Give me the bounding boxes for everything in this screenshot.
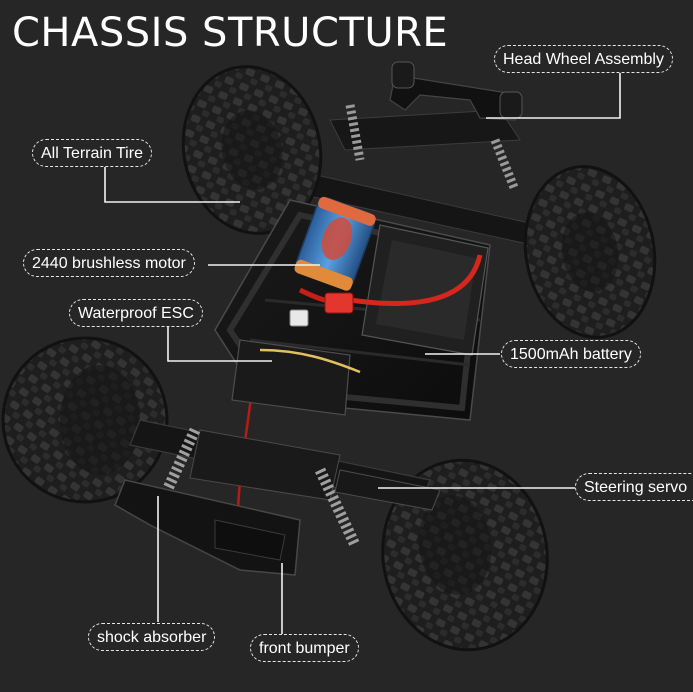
tire-rear-left (181, 65, 323, 235)
label-waterproof-esc: Waterproof ESC (69, 299, 203, 327)
label-shock-absorber: shock absorber (88, 623, 216, 651)
steering-servo-part (334, 469, 441, 511)
leader-head-wheel (486, 72, 621, 119)
label-battery: 1500mAh battery (501, 340, 641, 368)
front-shock-right (315, 467, 360, 548)
label-all-terrain-tire: All Terrain Tire (32, 139, 152, 167)
leader-esc (167, 327, 272, 362)
label-front-bumper: front bumper (250, 634, 359, 662)
tire-front-left (1, 336, 169, 504)
brushless-motor (294, 196, 376, 291)
label-brushless-motor: 2440 brushless motor (23, 249, 195, 277)
front-bumper-part (114, 479, 301, 576)
label-steering-servo: Steering servo (575, 473, 693, 501)
leader-tire (104, 166, 240, 203)
esc-unit (231, 309, 361, 416)
rear-suspension (244, 104, 561, 251)
diagram-title: CHASSIS STRUCTURE (12, 10, 449, 56)
battery-pack (361, 224, 489, 356)
label-head-wheel-assembly: Head Wheel Assembly (494, 45, 673, 73)
rear-shock-right (490, 138, 520, 192)
tire-rear-right (523, 165, 657, 339)
